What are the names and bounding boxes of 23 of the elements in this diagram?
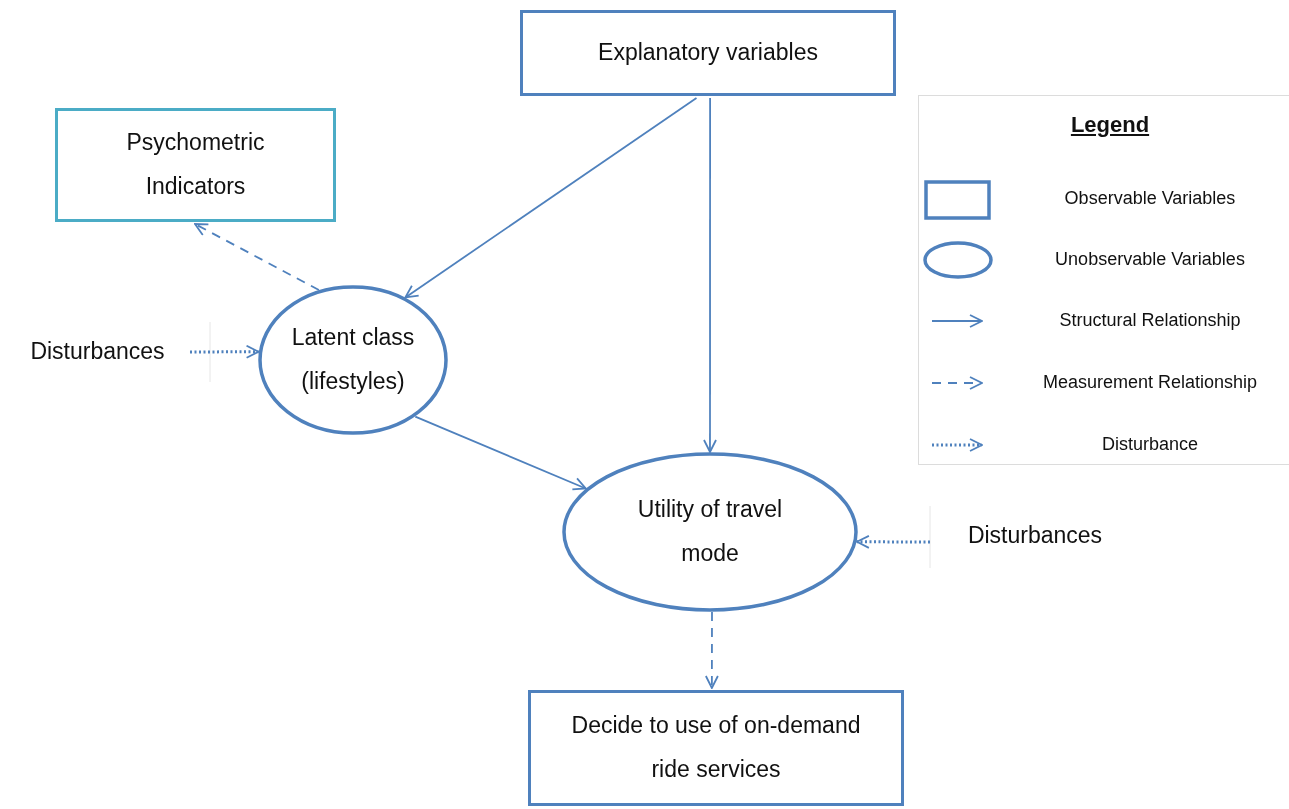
arrow: [404, 97, 698, 299]
legend-label: Disturbance: [1102, 434, 1198, 455]
node-label: Latent class (lifestyles): [290, 323, 416, 396]
arrow: [414, 415, 587, 491]
dashed-arrow: [705, 611, 719, 689]
variable-box: [528, 690, 904, 806]
variable-box: [520, 10, 896, 96]
dotted-arrow: [856, 534, 930, 549]
disturbance-label: Disturbances: [30, 337, 165, 367]
legend-label: Structural Relationship: [1059, 310, 1241, 331]
disturbance-label: Disturbances: [967, 521, 1103, 551]
legend-label: Unobservable Variables: [1055, 249, 1245, 270]
legend-title: Legend: [1070, 112, 1150, 138]
dashed-arrow: [194, 223, 320, 291]
node-label: Psychometric Indicators: [125, 128, 266, 201]
node-label: Utility of travel mode: [636, 495, 784, 568]
node-label: Explanatory variables: [598, 38, 818, 68]
legend-label: Measurement Relationship: [1042, 372, 1258, 393]
variable-box: [55, 108, 336, 222]
dotted-arrow: [190, 344, 260, 359]
node-label: Decide to use of on-demand ride services: [570, 711, 862, 784]
legend-label: Observable Variables: [1064, 188, 1236, 209]
arrow: [703, 97, 717, 453]
